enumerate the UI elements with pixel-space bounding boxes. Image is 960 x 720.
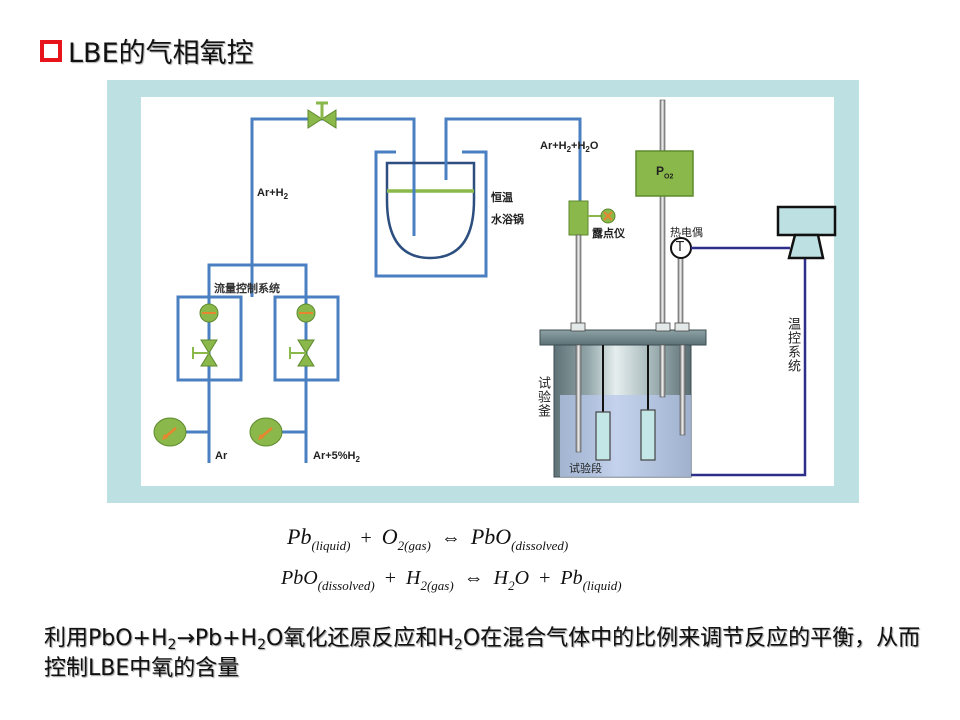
flow-manifold-pipe (207, 263, 308, 297)
test-section-specimen-2 (640, 409, 656, 461)
temperature-controller-icon (776, 205, 837, 260)
oxygen-sensor-rod (659, 99, 666, 331)
label-ar-h2-h2o: Ar+H2+H2O (540, 140, 599, 155)
label-thermocouple: 热电偶 (670, 226, 703, 239)
label-temperature-control-system: 温控系统 (785, 317, 800, 373)
label-ar-5-h2: Ar+5%H2 (313, 450, 360, 465)
thermocouple-rod (677, 257, 684, 331)
flow-meter-2-icon (296, 303, 316, 323)
water-bath (374, 117, 582, 278)
label-flow-control-system: 流量控制系统 (214, 282, 280, 295)
label-dew-point-meter: 露点仪 (592, 227, 625, 240)
gas-inlet-rod (575, 234, 582, 331)
flow-meter-1-icon (199, 303, 219, 323)
slide-title-text: LBE的气相氧控 (68, 37, 254, 69)
summary-text: 利用PbO+H2→Pb+H2O氧化还原反应和H2O在混合气体中的比例来调节反应的… (44, 626, 921, 681)
ar-h2-pipe (250, 117, 416, 297)
label-test-vessel: 试验釜 (535, 376, 550, 418)
pressure-gauge-ar-icon (153, 417, 187, 447)
oxygen-sensor-box (635, 150, 694, 197)
needle-valve-top-icon (307, 101, 337, 129)
control-valve-2-icon (289, 339, 315, 367)
equation-2: PbO(dissolved) + H2(gas) ⇔ H2O + Pb(liqu… (281, 567, 622, 593)
test-vessel (539, 322, 707, 478)
pressure-gauge-ar-h2-icon (249, 417, 283, 447)
label-water-bath-line1: 恒温 (491, 191, 513, 204)
slide-title: LBE的气相氧控 (40, 30, 254, 70)
equation-1: Pb(liquid) + O2(gas) ⇔ PbO(dissolved) (287, 524, 569, 553)
square-bullet-icon (40, 40, 62, 62)
control-valve-1-icon (192, 339, 218, 367)
label-ar: Ar (215, 450, 228, 462)
label-test-section: 试验段 (569, 462, 602, 475)
test-section-specimen-1 (595, 411, 611, 461)
thermocouple-symbol-text: T (676, 240, 684, 255)
dew-point-meter-icon (568, 200, 616, 236)
label-ar-h2: Ar+H2 (257, 187, 289, 202)
label-water-bath-line2: 水浴锅 (491, 213, 524, 226)
label-po2: PO2 (656, 164, 674, 181)
